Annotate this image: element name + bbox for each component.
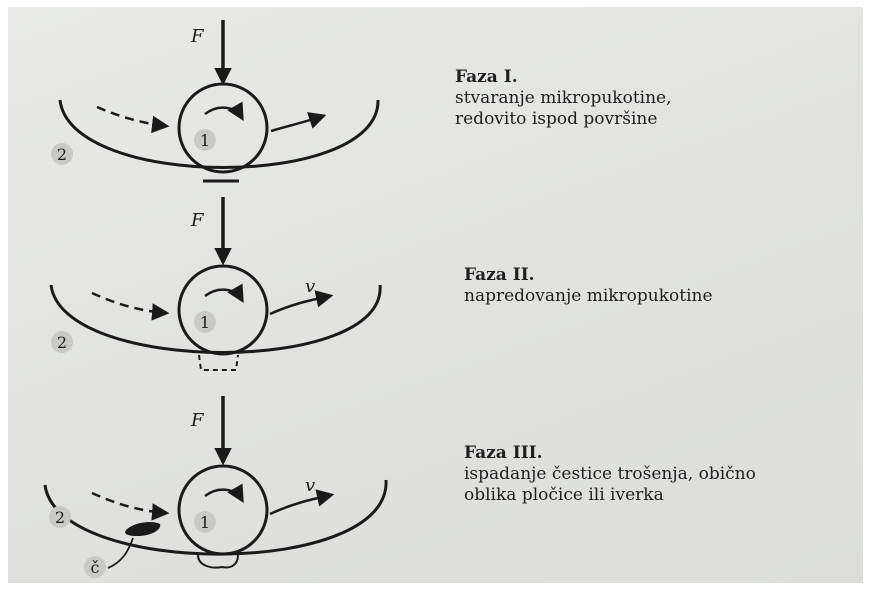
force-label-3: F xyxy=(190,410,205,431)
phase-1-diagram: F 1 2 xyxy=(51,20,380,183)
scanned-page xyxy=(8,7,863,583)
dashed-flow-arrow-2 xyxy=(91,291,170,321)
track-label-1: 2 xyxy=(57,145,67,164)
force-label-1: F xyxy=(190,26,205,47)
outer-race-1 xyxy=(58,99,380,169)
track-label-bubble-3 xyxy=(49,506,71,528)
outer-race-2 xyxy=(49,284,382,354)
phase-3-diagram: F v 1 2 č xyxy=(43,396,388,578)
dashed-flow-arrow-3 xyxy=(91,491,170,521)
ball-label-1: 1 xyxy=(200,131,210,150)
phase-1-description: stvaranje mikropukotine, redovito ispod … xyxy=(455,88,672,129)
rotation-arrow-1 xyxy=(204,101,244,122)
motion-arrow-3 xyxy=(269,489,335,516)
phase-1-title: Faza I. xyxy=(455,67,518,87)
particle-label-bubble xyxy=(84,556,106,578)
spall-pit-3 xyxy=(197,554,239,569)
wear-particle xyxy=(125,522,161,536)
rotation-arrow-2 xyxy=(204,283,244,304)
particle-label: č xyxy=(91,558,100,577)
crack-propagation-2 xyxy=(198,354,239,371)
motion-arrow-2 xyxy=(269,290,334,316)
track-label-2: 2 xyxy=(57,333,67,352)
ball-label-3: 1 xyxy=(200,513,210,532)
ball-label-2: 1 xyxy=(200,313,210,332)
phase-1-text: Faza I. stvaranje mikropukotine, redovit… xyxy=(455,67,672,130)
velocity-label-3: v xyxy=(305,475,315,496)
rotation-arrow-3 xyxy=(204,483,244,504)
phase-2-description: napredovanje mikropukotine xyxy=(464,286,713,306)
dashed-flow-arrow-1 xyxy=(96,105,170,134)
track-label-3: 2 xyxy=(55,508,65,527)
track-label-bubble-2 xyxy=(51,331,73,353)
force-label-2: F xyxy=(190,210,205,231)
rolling-element-1 xyxy=(177,82,269,174)
phase-2-diagram: F v 1 2 xyxy=(49,197,382,371)
ball-label-bubble-1 xyxy=(194,129,216,151)
rolling-element-3 xyxy=(177,464,269,556)
phase-3-description: ispadanje čestice trošenja, obično oblik… xyxy=(464,464,756,505)
ball-label-bubble-3 xyxy=(194,511,216,533)
velocity-label-2: v xyxy=(305,276,315,297)
motion-arrow-1 xyxy=(270,112,327,133)
phase-3-text: Faza III. ispadanje čestice trošenja, ob… xyxy=(464,443,756,506)
track-label-bubble-1 xyxy=(51,143,73,165)
particle-leader-line xyxy=(107,537,134,569)
phase-2-title: Faza II. xyxy=(464,265,535,285)
rolling-element-2 xyxy=(177,264,269,356)
phase-3-title: Faza III. xyxy=(464,443,543,463)
phase-2-text: Faza II. napredovanje mikropukotine xyxy=(464,265,713,307)
ball-label-bubble-2 xyxy=(194,311,216,333)
